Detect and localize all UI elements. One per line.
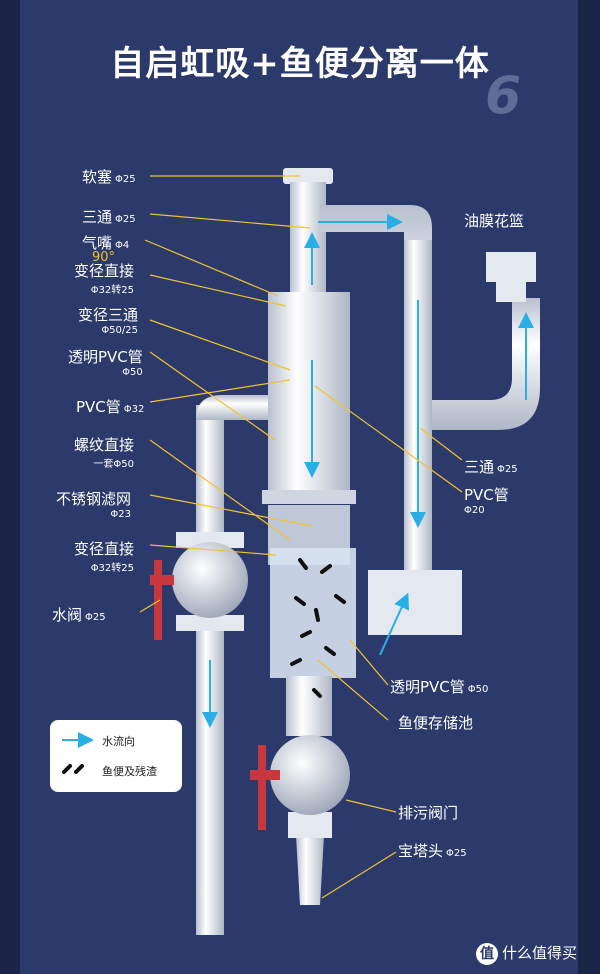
right-outlet-funnel <box>368 570 462 635</box>
oil-film-basket-branch <box>432 252 540 430</box>
label-drain-valve: 排污阀门 <box>398 804 459 822</box>
right-border <box>578 0 600 974</box>
label-stainless-mesh: 不锈钢滤网 Φ23 <box>56 490 132 520</box>
waste-particle-icon <box>62 764 72 774</box>
label-thread-coupling: 螺纹直接 一套Φ50 <box>74 436 135 470</box>
soft-plug <box>283 168 333 184</box>
label-pvc-20: PVC管 Φ20 <box>464 486 509 516</box>
label-reducer-2: 变径直接 Φ32转25 <box>74 540 135 574</box>
rotation-label: 90° <box>92 250 116 265</box>
legend: 水流向 鱼便及残渣 <box>50 720 182 792</box>
legend-water-flow: 水流向 <box>102 735 135 748</box>
oil-basket <box>486 252 536 282</box>
page-number: 6 <box>485 66 522 126</box>
left-water-valve <box>150 542 248 640</box>
watermark-logo-icon: 值 <box>476 942 498 965</box>
label-clear-pvc-1: 透明PVC管 Φ50 <box>68 348 143 378</box>
waste-particles <box>290 558 346 698</box>
pagoda-head <box>296 835 324 905</box>
watermark: 值什么值得买 <box>476 942 577 965</box>
legend-symbols <box>62 732 94 774</box>
drain-valve <box>250 735 350 830</box>
left-border <box>0 0 20 974</box>
label-waste-tank: 鱼便存储池 <box>398 714 474 732</box>
label-reducer-tee: 变径三通 Φ50/25 <box>78 306 139 336</box>
page-title: 自启虹吸+鱼便分离一体 <box>110 44 490 84</box>
label-oil-basket: 油膜花篮 <box>464 212 525 230</box>
flow-arrows <box>202 214 534 728</box>
leader-lines <box>139 175 463 899</box>
label-reducer-1: 变径直接 Φ32转25 <box>74 262 135 296</box>
legend-waste: 鱼便及残渣 <box>102 765 157 778</box>
central-column <box>262 168 356 905</box>
clear-pvc-chamber <box>270 548 356 678</box>
